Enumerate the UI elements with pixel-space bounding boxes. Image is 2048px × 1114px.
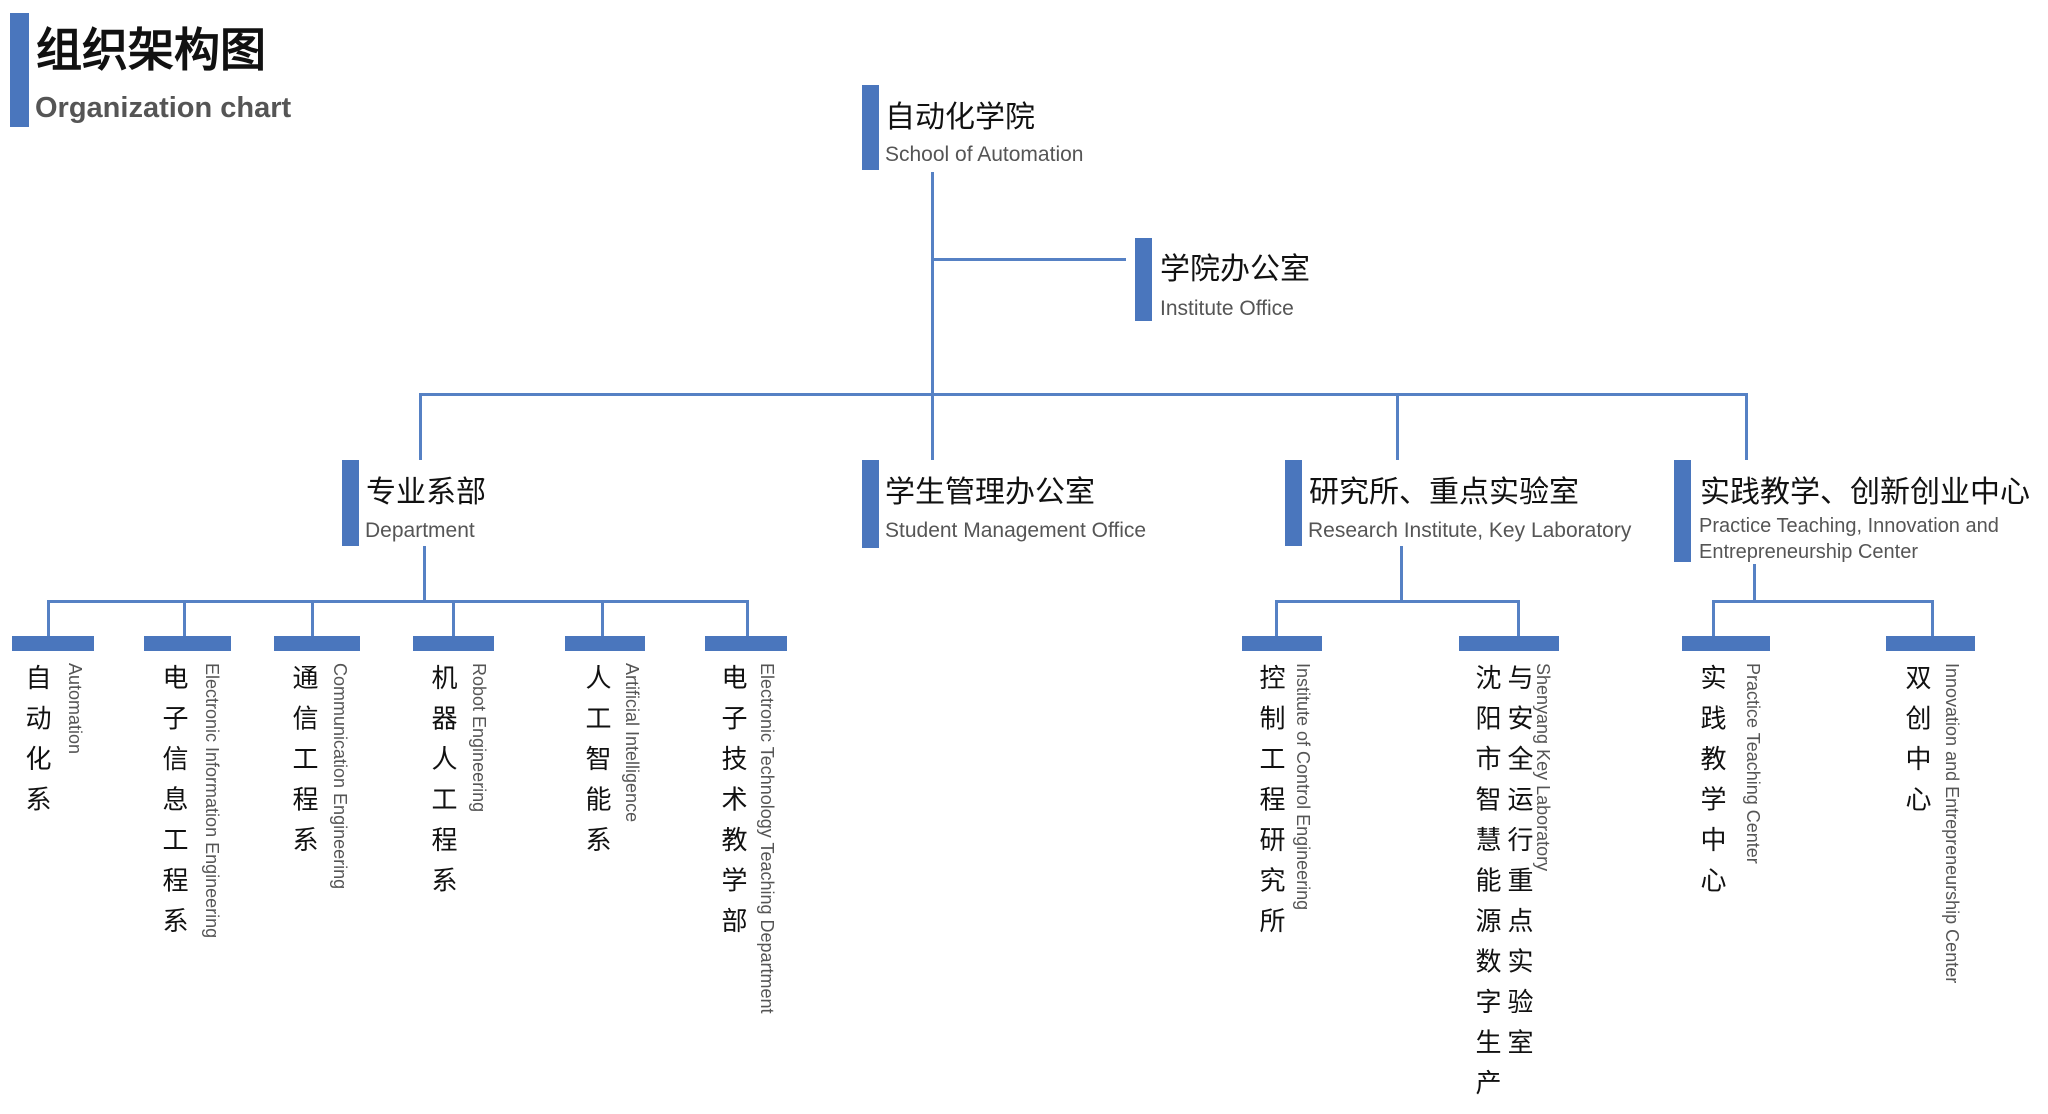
node-subtitle: Institute Office <box>1160 297 1294 320</box>
node-bar <box>1674 460 1691 562</box>
connector <box>452 601 455 637</box>
node-title: 学生管理办公室 <box>885 475 1095 510</box>
connector <box>47 600 749 603</box>
leaf-title: 自动化系 <box>21 664 51 826</box>
connector <box>1517 601 1520 637</box>
connector <box>1275 600 1520 603</box>
node-subtitle: Practice Teaching, Innovation and Entrep… <box>1699 515 1999 563</box>
node-bar <box>1682 636 1770 651</box>
node-subtitle: Student Management Office <box>885 519 1147 542</box>
leaf-subtitle: Electronic Technology Teaching Departmen… <box>757 663 777 1014</box>
node-title: 研究所、重点实验室 <box>1309 475 1579 510</box>
connector <box>423 546 426 602</box>
node-bar <box>1242 636 1322 651</box>
leaf-title: 电子信息工程系 <box>158 664 188 948</box>
leaf-subtitle: Institute of Control Engineering <box>1293 663 1313 911</box>
leaf-subtitle: Electronic Information Engineering <box>202 663 222 939</box>
leaf-title: 沈阳市智慧能源数字生产与安全运行重点实验室 <box>1471 664 1533 1110</box>
node-bar <box>1459 636 1559 651</box>
connector <box>1753 564 1756 602</box>
connector <box>1400 546 1403 602</box>
connector <box>1745 393 1748 460</box>
leaf-title: 人工智能系 <box>581 664 611 867</box>
node-bar <box>1135 238 1152 321</box>
node-bar <box>1285 460 1302 546</box>
node-subtitle: Department <box>365 519 475 542</box>
leaf-subtitle: Communication Engineering <box>330 663 350 890</box>
leaf-subtitle: Artificial Intelligence <box>622 663 642 823</box>
node-title: 学院办公室 <box>1160 252 1310 287</box>
connector <box>1712 600 1934 603</box>
node-title: 自动化学院 <box>885 100 1035 135</box>
leaf-title: 通信工程系 <box>288 664 318 867</box>
connector <box>601 601 604 637</box>
page-subtitle: Organization chart <box>35 92 292 124</box>
node-subtitle: Research Institute, Key Laboratory <box>1308 519 1632 542</box>
connector <box>1712 601 1715 637</box>
node-bar <box>144 636 231 651</box>
leaf-subtitle: Practice Teaching Center <box>1743 663 1763 864</box>
node-title: 实践教学、创新创业中心 <box>1700 475 2030 510</box>
connector <box>932 258 1126 261</box>
leaf-subtitle: Automation <box>65 663 85 755</box>
connector <box>419 393 1748 396</box>
connector <box>1931 601 1934 637</box>
node-bar <box>1886 636 1975 651</box>
node-bar <box>274 636 360 651</box>
connector <box>1396 393 1399 460</box>
connector <box>183 601 186 637</box>
leaf-subtitle: Robot Engineering <box>469 663 489 813</box>
connector <box>1275 601 1278 637</box>
node-bar <box>565 636 645 651</box>
connector <box>931 172 934 460</box>
node-bar <box>862 460 879 548</box>
node-bar <box>12 636 94 651</box>
node-subtitle: School of Automation <box>885 143 1084 166</box>
leaf-subtitle: Shenyang Key Laboratory <box>1533 663 1553 872</box>
connector <box>419 393 422 460</box>
connector <box>47 601 50 637</box>
node-bar <box>413 636 494 651</box>
leaf-subtitle: Innovation and Entrepreneurship Center <box>1942 663 1962 984</box>
connector <box>746 601 749 637</box>
leaf-title: 电子技术教学部 <box>717 664 747 948</box>
title-accent-bar <box>10 13 29 127</box>
leaf-title: 控制工程研究所 <box>1255 664 1285 948</box>
node-bar <box>862 85 879 170</box>
node-title: 专业系部 <box>366 475 486 510</box>
node-bar <box>705 636 787 651</box>
leaf-title: 双创中心 <box>1901 664 1931 826</box>
leaf-title: 实践教学中心 <box>1696 664 1726 907</box>
node-bar <box>342 460 359 546</box>
leaf-title: 机器人工程系 <box>427 664 457 907</box>
page-title: 组织架构图 <box>36 23 266 77</box>
connector <box>311 601 314 637</box>
